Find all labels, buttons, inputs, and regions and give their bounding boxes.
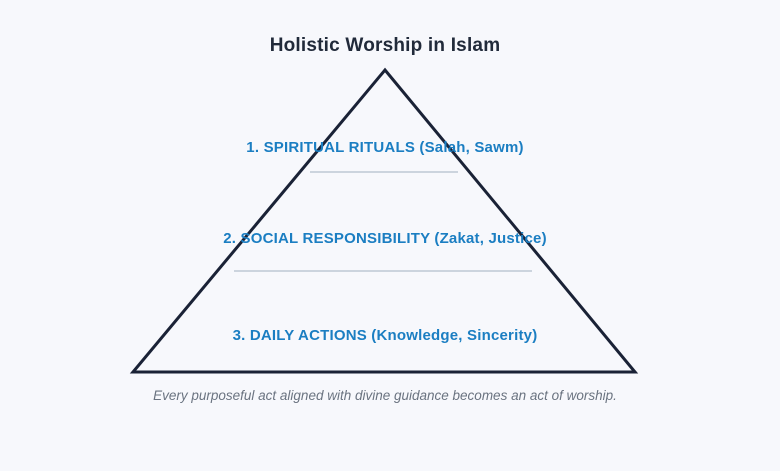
pyramid-level-spiritual-rituals: 1. SPIRITUAL RITUALS (Salah, Sawm)	[246, 139, 524, 156]
diagram-caption: Every purposeful act aligned with divine…	[153, 388, 617, 403]
level-divider-1	[310, 171, 458, 173]
page-title: Holistic Worship in Islam	[269, 35, 501, 56]
triangle-outline-shape	[129, 67, 639, 374]
level-divider-2	[234, 270, 532, 272]
pyramid-level-daily-actions: 3. DAILY ACTIONS (Knowledge, Sincerity)	[232, 327, 538, 344]
pyramid-level-social-responsibility: 2. SOCIAL RESPONSIBILITY (Zakat, Justice…	[223, 230, 547, 247]
